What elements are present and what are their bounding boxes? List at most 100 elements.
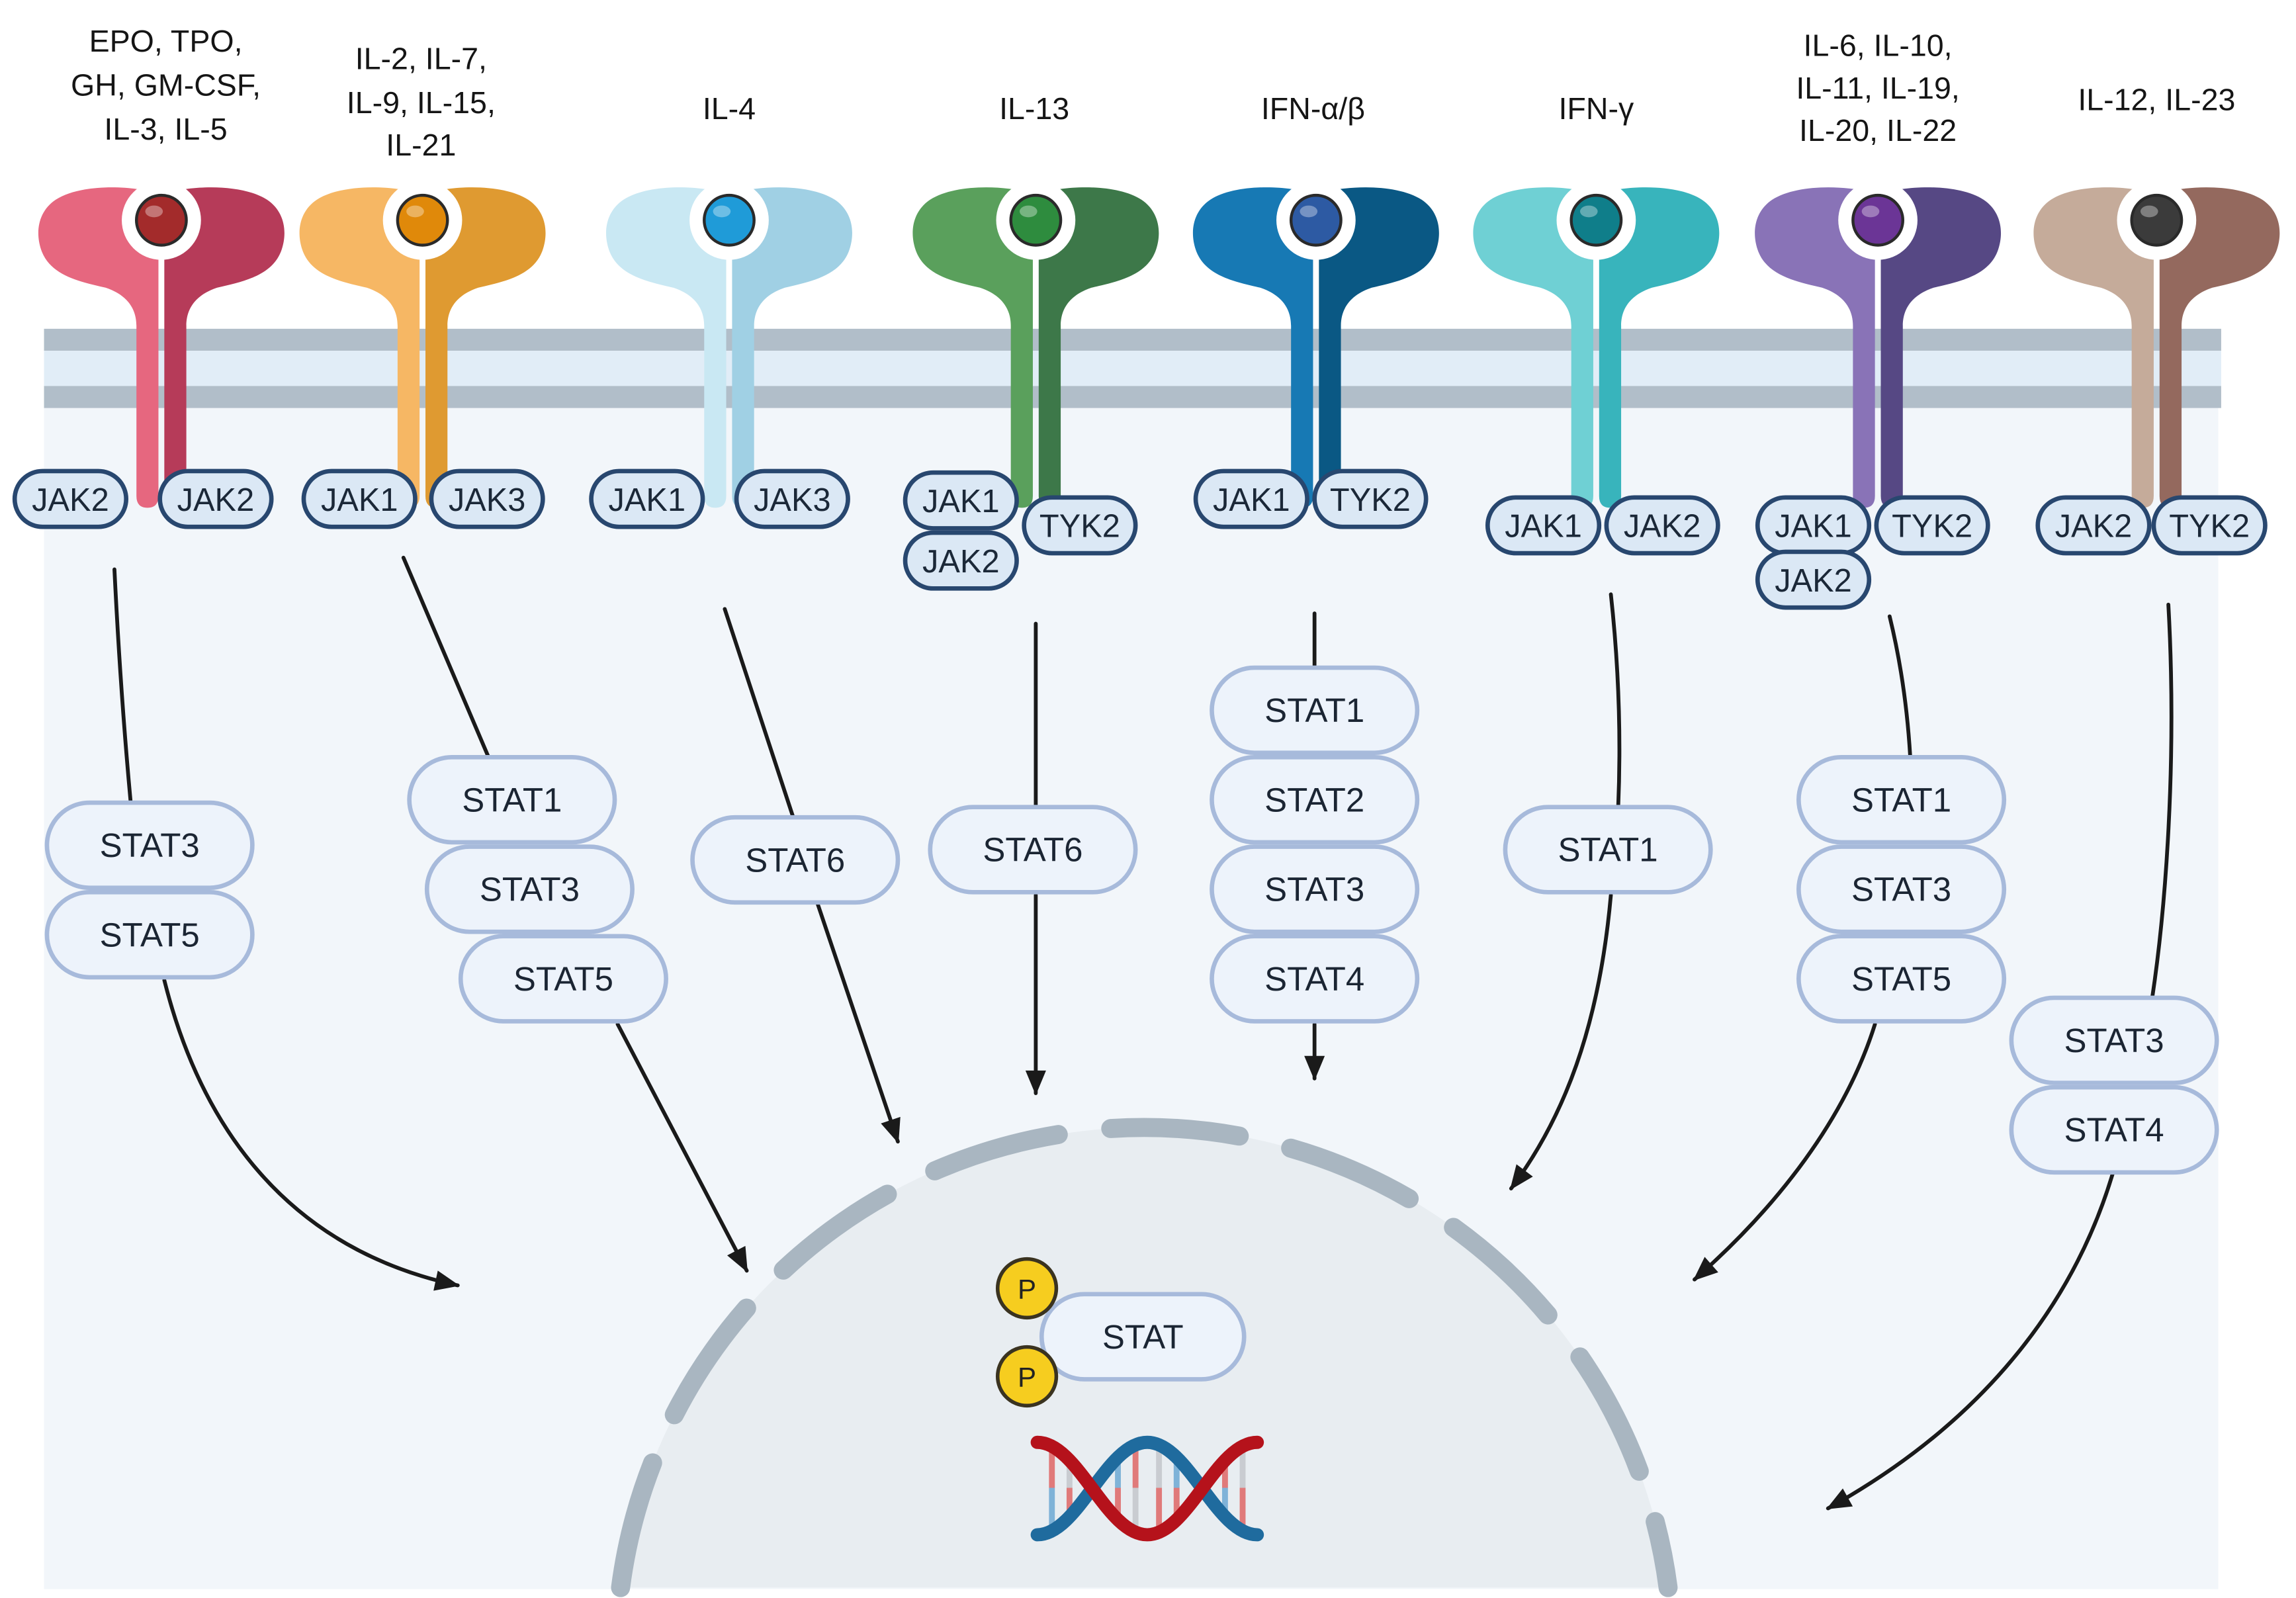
dna-strand (1030, 1435, 1264, 1542)
ligand-label: IL-6, IL-10, (1804, 28, 1953, 62)
jak-kinase-label: TYK2 (1330, 482, 1411, 518)
receptor-il13 (912, 180, 1159, 508)
signal-line (1609, 592, 1622, 809)
stat-protein-box: STAT3 (1796, 844, 2007, 934)
stat-label: STAT1 (1851, 781, 1951, 819)
signal-arrow (815, 900, 901, 1144)
ligand-label: IL-12, IL-23 (2078, 82, 2235, 116)
stat-label: STAT3 (480, 871, 580, 909)
signal-line (723, 607, 796, 821)
signal-arrow (162, 978, 460, 1291)
stat-label: STAT1 (1558, 831, 1658, 869)
stat-label: STAT (1102, 1318, 1184, 1356)
ligand-labels: EPO, TPO, GH, GM-CSF, IL-3, IL-5 IL-2, I… (71, 24, 2235, 162)
jak-kinase-label: JAK3 (449, 482, 526, 518)
ligand-label: IL-11, IL-19, (1796, 71, 1960, 105)
jak-kinase-label: TYK2 (1892, 509, 1972, 545)
stat-protein-box: STAT6 (690, 815, 901, 905)
ligand-label: IL-20, IL-22 (1799, 113, 1957, 148)
stat-label: STAT5 (100, 916, 200, 954)
jak-kinase-box: JAK3 (734, 468, 850, 529)
ligand-label: GH, GM-CSF, (71, 67, 261, 102)
jak-kinase-box: JAK1 (903, 470, 1019, 531)
stat-label: STAT3 (2064, 1022, 2164, 1059)
stat-label: STAT5 (513, 960, 613, 998)
signal-line (112, 567, 133, 803)
jak-kinases: JAK2 JAK2 JAK1 JAK3 JAK1 JAK3 JAK1 JAK2 … (12, 468, 2268, 610)
stat-label: STAT2 (1264, 781, 1364, 819)
ligand-label: IL-4 (703, 91, 756, 126)
receptor-il4 (606, 180, 852, 508)
signal-line (2150, 602, 2174, 1000)
stat-label: STAT6 (745, 841, 845, 879)
jak-kinase-label: JAK1 (321, 482, 398, 518)
signal-arrow (615, 1022, 749, 1273)
dna-strand (1030, 1435, 1264, 1542)
stat-protein-box: STAT4 (2009, 1085, 2219, 1175)
ligand-label: IFN-α/β (1261, 91, 1365, 126)
stat-protein-box: STAT1 (1796, 754, 2007, 845)
signal-arrow (1509, 893, 1613, 1191)
ligand-ball-icon (396, 193, 449, 247)
stat-protein-box: STAT (1039, 1292, 1247, 1382)
jak-kinase-label: JAK2 (1624, 509, 1701, 545)
jak-kinase-box: TYK2 (1312, 468, 1429, 529)
dna-helix-icon (1030, 1435, 1264, 1542)
ligand-label: IL-21 (386, 128, 456, 162)
jak-kinase-label: JAK2 (32, 482, 109, 518)
stat-label: STAT4 (2064, 1111, 2164, 1149)
stat-protein-box: STAT5 (458, 934, 668, 1024)
stat-protein-box: STAT3 (1210, 844, 1420, 934)
ligand-label: IL-2, IL-7, (355, 41, 487, 75)
ligand-highlight (1019, 205, 1038, 218)
signal-arrow (1826, 1172, 2115, 1511)
receptor-il2 (299, 180, 546, 508)
jak-kinase-label: JAK1 (1775, 509, 1852, 545)
receptor-il6 (1755, 180, 2002, 508)
stat-label: STAT3 (1264, 871, 1364, 909)
ligand-highlight (145, 205, 163, 218)
stat-proteins: STAT3 STAT5 STAT1 STAT3 STAT5 STAT6 STAT… (44, 665, 2219, 1175)
stat-protein-box: STAT3 (2009, 995, 2219, 1085)
stat-label: STAT3 (1851, 871, 1951, 909)
jak-kinase-label: JAK2 (1775, 563, 1852, 599)
ligand-highlight (713, 205, 731, 218)
receptor-ifn-gamma (1473, 180, 1720, 508)
ligand-highlight (406, 205, 424, 218)
ligand-label: IFN-γ (1558, 91, 1634, 126)
jak-kinase-box: TYK2 (1874, 495, 1990, 556)
phosphate-group: P (995, 1257, 1059, 1320)
receptor-il12 (2033, 180, 2280, 508)
jak-kinase-label: JAK1 (1505, 509, 1582, 545)
jak-kinase-box: JAK2 (12, 468, 129, 529)
ligand-ball-icon (1289, 193, 1343, 247)
ligand-highlight (1861, 205, 1880, 218)
jak-kinase-label: TYK2 (2169, 509, 2250, 545)
jak-kinase-box: JAK2 (1604, 495, 1720, 556)
stat-label: STAT6 (983, 831, 1082, 869)
ligand-ball-icon (2130, 193, 2184, 247)
jak-kinase-label: JAK2 (2055, 509, 2133, 545)
receptor-epo (38, 180, 285, 508)
jak-kinase-box: TYK2 (1022, 495, 1138, 556)
jak-kinase-label: JAK1 (609, 482, 686, 518)
jak-kinase-box: JAK1 (1755, 495, 1872, 556)
jak-kinase-box: JAK2 (157, 468, 274, 529)
ligand-ball-icon (1569, 193, 1623, 247)
nuclear-envelope (611, 1118, 1678, 1597)
stat-label: STAT5 (1851, 960, 1951, 998)
phosphate-group: P (995, 1345, 1059, 1408)
jak-kinase-label: TYK2 (1039, 509, 1120, 545)
signal-line (1887, 614, 1912, 758)
stat-protein-box: STAT5 (44, 889, 255, 980)
stat-protein-box: STAT5 (1796, 934, 2007, 1024)
jak-kinase-box: JAK1 (589, 468, 705, 529)
ligand-highlight (1579, 205, 1598, 218)
stat-label: STAT4 (1264, 960, 1364, 998)
jak-kinase-box: JAK2 (1755, 549, 1872, 610)
jak-kinase-label: JAK2 (177, 482, 255, 518)
signal-line (401, 555, 491, 760)
phosphorylated-stat: STAT P P (995, 1257, 1247, 1408)
ligand-highlight (2140, 205, 2158, 218)
